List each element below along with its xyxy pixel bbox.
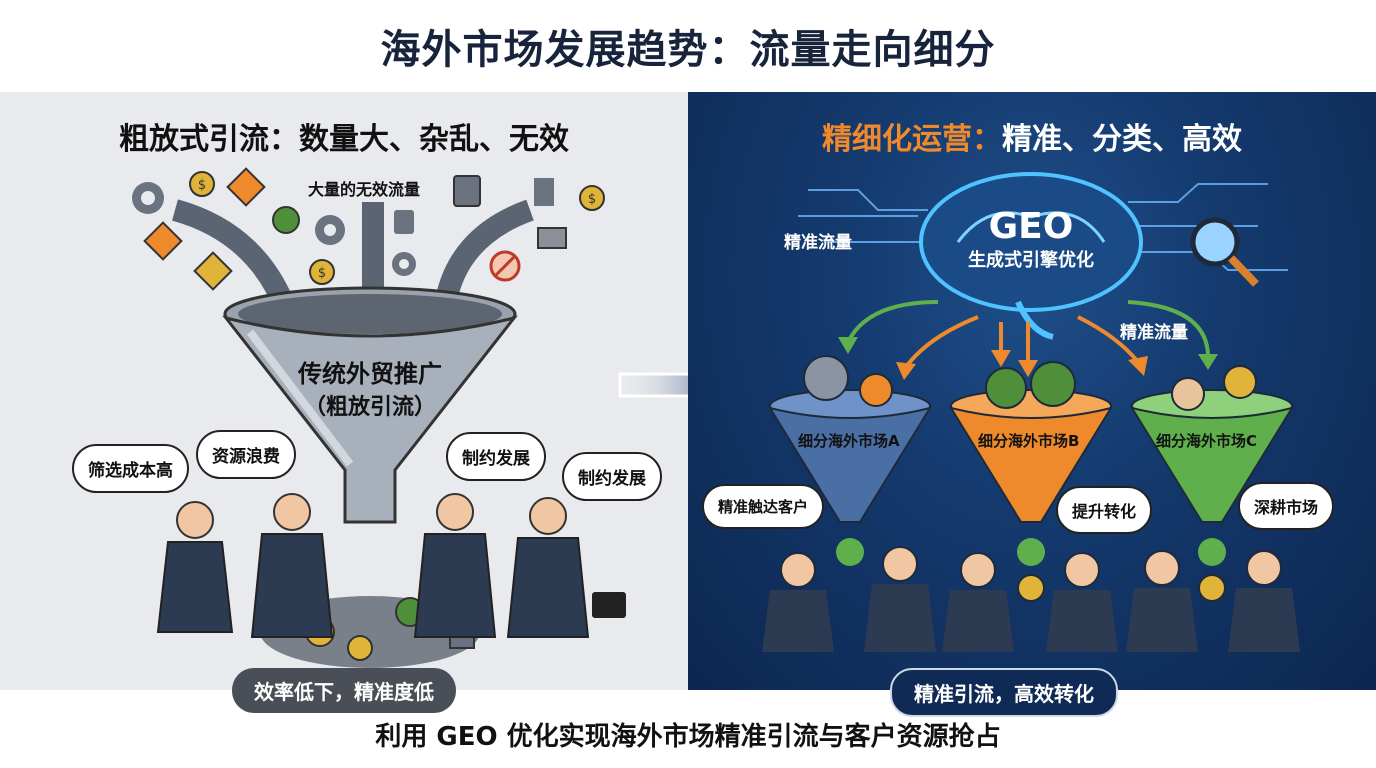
svg-text:$: $ bbox=[198, 178, 206, 193]
thought-bubble: 制约发展 bbox=[562, 452, 662, 501]
dollar-coin-icon bbox=[1198, 574, 1226, 602]
thought-bubble: 资源浪费 bbox=[196, 430, 296, 479]
businessperson-figure bbox=[864, 546, 936, 652]
brain-icon bbox=[919, 172, 1143, 312]
right-heading-accent: 精细化运营： bbox=[822, 122, 1002, 157]
page-title: 海外市场发展趋势：流量走向细分 bbox=[380, 27, 996, 73]
funnel-title: 传统外贸推广 bbox=[297, 360, 442, 388]
businessperson-figure bbox=[1046, 552, 1118, 652]
businessman-figure bbox=[506, 497, 626, 638]
right-bottom-label: 精准引流，高效转化 bbox=[890, 668, 1118, 717]
businessman-figure bbox=[156, 501, 234, 633]
businessperson-figure bbox=[762, 552, 834, 652]
funnel-a-label: 细分海外市场A bbox=[798, 432, 900, 450]
left-heading: 粗放式引流：数量大、杂乱、无效 bbox=[119, 122, 569, 157]
arrow-green-right bbox=[1127, 300, 1210, 358]
left-illustration: $ $ $ 传统外贸推广 （粗放引流） bbox=[132, 167, 626, 668]
funnel-body bbox=[222, 315, 518, 524]
dollar-coin-icon bbox=[1017, 574, 1045, 602]
road-sign-icon bbox=[193, 251, 233, 291]
dollar-coin-icon bbox=[347, 635, 373, 661]
signal-icon bbox=[534, 178, 554, 206]
road-sign-icon bbox=[143, 221, 183, 261]
money-bag-icon bbox=[272, 206, 300, 234]
businessman-figure bbox=[250, 493, 334, 638]
brain-title: GEO bbox=[989, 206, 1074, 247]
funnel-c-label: 细分海外市场C bbox=[1156, 432, 1258, 450]
brain-subtitle: 生成式引擎优化 bbox=[968, 249, 1094, 271]
check-icon bbox=[836, 538, 864, 566]
trash-icon bbox=[453, 175, 481, 207]
check-icon bbox=[1017, 538, 1045, 566]
gear-icon bbox=[859, 373, 893, 407]
gear-icon bbox=[132, 182, 164, 214]
circuit-lines bbox=[798, 183, 1288, 271]
funnel-opening bbox=[238, 294, 502, 334]
traffic-label: 大量的无效流量 bbox=[308, 180, 421, 199]
dollar-coin-icon: $ bbox=[309, 259, 335, 285]
traffic-label-left: 精准流量 bbox=[784, 233, 852, 253]
funnel-c bbox=[1129, 365, 1295, 523]
gear-icon bbox=[392, 252, 416, 276]
thought-bubble: 筛选成本高 bbox=[72, 444, 189, 493]
arrow-in-1 bbox=[171, 199, 296, 312]
trash-icon bbox=[394, 210, 414, 234]
right-panel: 精细化运营：精准、分类、高效 GEO 生成式引擎优化 bbox=[688, 92, 1376, 690]
funnel-b-label: 细分海外市场B bbox=[978, 432, 1080, 450]
dollar-coin-icon: $ bbox=[189, 171, 215, 197]
funnel-a bbox=[767, 355, 933, 523]
thought-bubble: 深耕市场 bbox=[1238, 482, 1335, 530]
funnel-b bbox=[948, 361, 1114, 523]
arrow-green-left bbox=[846, 300, 939, 343]
money-bag-icon bbox=[1030, 361, 1076, 407]
handshake-icon bbox=[1171, 377, 1205, 411]
arrow-orange-1 bbox=[904, 315, 979, 369]
road-sign-icon bbox=[226, 167, 266, 207]
left-bottom-label: 效率低下，精准度低 bbox=[232, 668, 456, 713]
thought-bubble: 制约发展 bbox=[446, 432, 546, 481]
businessperson-figure bbox=[942, 552, 1014, 652]
thought-bubble: 精准触达客户 bbox=[702, 484, 825, 529]
briefcase-icon bbox=[592, 592, 626, 618]
svg-text:$: $ bbox=[588, 192, 596, 207]
traffic-label-right: 精准流量 bbox=[1120, 323, 1188, 343]
businessperson-figure bbox=[1228, 550, 1300, 652]
businessman-figure bbox=[413, 493, 497, 638]
businessperson-figure bbox=[1126, 550, 1198, 652]
funnel-subtitle: （粗放引流） bbox=[304, 394, 436, 420]
gear-icon bbox=[315, 215, 345, 245]
right-heading: 精细化运营：精准、分类、高效 bbox=[688, 114, 1376, 158]
left-panel: 粗放式引流：数量大、杂乱、无效 $ $ $ 传统外贸推广 （粗放引流） bbox=[0, 92, 688, 690]
thought-bubble: 提升转化 bbox=[1056, 486, 1153, 534]
money-bag-icon bbox=[985, 367, 1027, 409]
right-heading-rest: 精准、分类、高效 bbox=[1002, 122, 1242, 157]
dollar-coin-icon: $ bbox=[579, 185, 605, 211]
no-sign-icon bbox=[489, 250, 521, 282]
footer-caption: 利用 GEO 优化实现海外市场精准引流与客户资源抢占 bbox=[375, 721, 1001, 752]
broken-icon bbox=[537, 227, 567, 249]
arrow-orange-4 bbox=[1077, 315, 1140, 364]
svg-text:$: $ bbox=[318, 266, 326, 281]
magnifier-icon bbox=[1190, 217, 1259, 287]
check-icon bbox=[1198, 538, 1226, 566]
right-illustration: GEO 生成式引擎优化 bbox=[762, 172, 1300, 652]
dollar-coin-icon bbox=[1223, 365, 1257, 399]
gear-icon bbox=[803, 355, 849, 401]
